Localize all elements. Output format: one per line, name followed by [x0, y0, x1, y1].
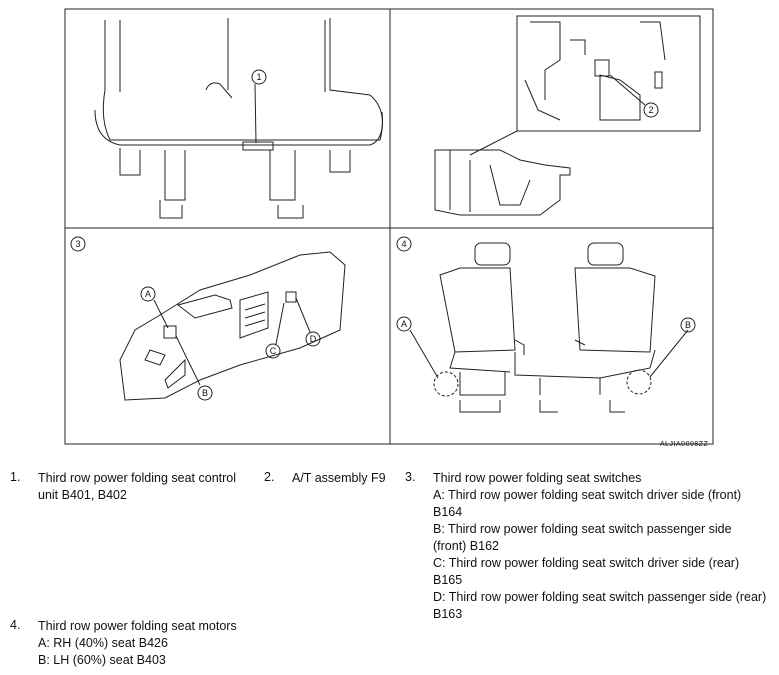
- panel-4-callout-a: A: [401, 319, 407, 329]
- panel-3-callout-b: B: [202, 388, 208, 398]
- panel-1-callout: 1: [256, 72, 261, 82]
- panel-2-callout: 2: [648, 105, 653, 115]
- panel-3-callout-a: A: [145, 289, 151, 299]
- panel-label-3: 3: [75, 239, 80, 249]
- component-location-figure: 1 2 3 4 A B C D A B: [64, 8, 714, 445]
- panel-3-callout-c: C: [270, 346, 277, 356]
- panel-3-trim-drawing: [119, 251, 346, 401]
- panel-3-callout-d: D: [310, 334, 317, 344]
- legend-2-text: A/T assembly F9: [292, 471, 386, 485]
- legend-1-text: Third row power folding seat control uni…: [38, 471, 237, 502]
- legend-3-number: 3.: [405, 470, 416, 484]
- panel-4-seats-drawing: [439, 242, 656, 413]
- legend-4-number: 4.: [10, 618, 21, 632]
- panel-2-transmission-drawing: [434, 15, 701, 216]
- legend-2-number: 2.: [264, 470, 275, 484]
- legend-1-number: 1.: [10, 470, 21, 484]
- legend-4-text: Third row power folding seat motors A: R…: [38, 619, 237, 667]
- panel-1-seat-drawing: [94, 18, 383, 219]
- legend-3-text: Third row power folding seat switches A:…: [433, 471, 767, 621]
- panel-label-4: 4: [401, 239, 406, 249]
- figure-code: ALJIA0098ZZ: [660, 441, 709, 448]
- figure-frame: [64, 8, 714, 445]
- panel-4-callout-b: B: [685, 320, 691, 330]
